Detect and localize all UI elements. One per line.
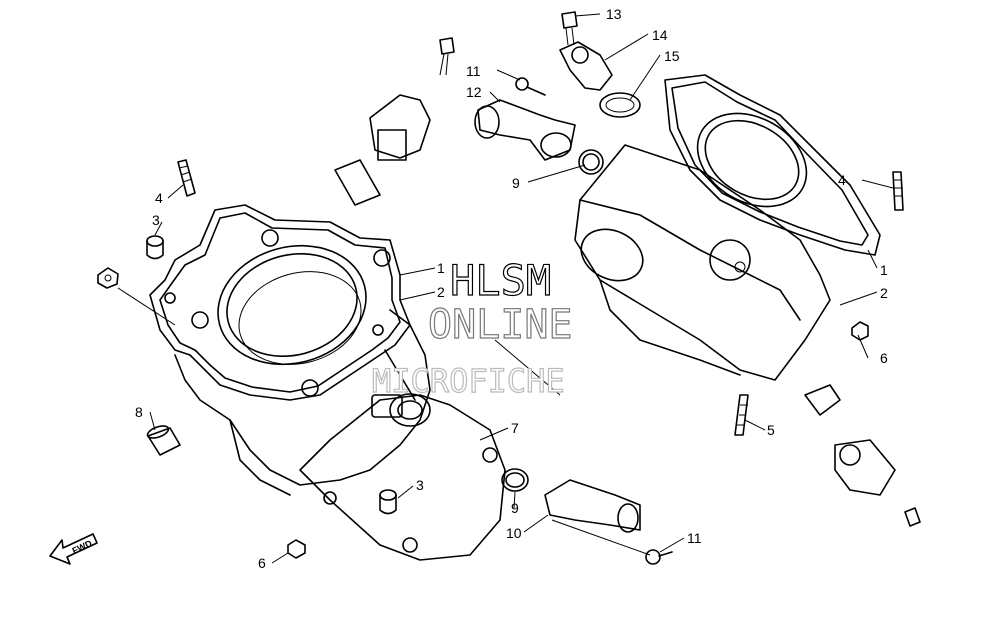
callout-labels: 13 14 15 11 12 9 4 1 2 6 5 4 3 1 2 8 3 7…	[135, 6, 888, 571]
callout-6-right: 6	[880, 350, 888, 366]
callout-2-left: 2	[437, 284, 445, 300]
callout-6-left: 6	[258, 555, 266, 571]
callout-11-upper: 11	[466, 63, 481, 79]
leader-lines	[117, 13, 894, 564]
callout-10: 10	[506, 525, 522, 541]
callout-1-right: 1	[880, 262, 888, 278]
callout-4-right: 4	[838, 172, 846, 188]
forward-arrow: FWD	[49, 533, 98, 565]
callout-9-upper: 9	[512, 175, 520, 191]
callout-5: 5	[767, 422, 775, 438]
forward-arrow-label: FWD	[71, 538, 94, 556]
watermark: HLSM ONLINE MICROFICHE	[371, 255, 573, 400]
watermark-line1: HLSM	[450, 256, 551, 305]
callout-1-left: 1	[437, 260, 445, 276]
watermark-line2: ONLINE	[428, 302, 573, 348]
callout-11-lower: 11	[687, 530, 702, 546]
callout-2-right: 2	[880, 285, 888, 301]
callout-4-left: 4	[155, 190, 163, 206]
callout-7: 7	[511, 420, 519, 436]
callout-12: 12	[466, 84, 482, 100]
right-cylinder	[474, 11, 921, 527]
callout-13: 13	[606, 6, 622, 22]
callout-3-upper: 3	[152, 212, 160, 228]
callout-3-lower: 3	[416, 477, 424, 493]
callout-8: 8	[135, 404, 143, 420]
left-cylinder	[97, 37, 673, 565]
callout-15: 15	[664, 48, 680, 64]
watermark-line3: MICROFICHE	[372, 362, 565, 400]
callout-14: 14	[652, 27, 668, 43]
callout-9-lower: 9	[511, 500, 519, 516]
